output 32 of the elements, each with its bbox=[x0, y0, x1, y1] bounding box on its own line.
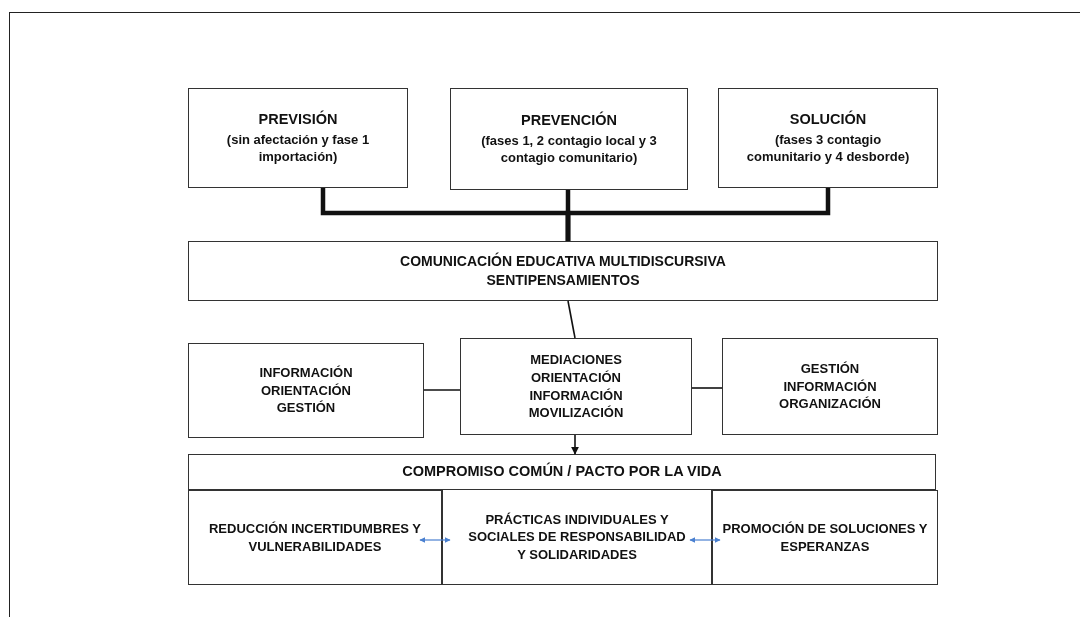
box-text: (fases 1, 2 contagio local y 3 contagio comunitario) bbox=[480, 131, 658, 167]
process-box bbox=[188, 454, 936, 490]
process-box bbox=[718, 88, 938, 188]
box-text: PRÁCTICAS INDIVIDUALES Y SOCIALES DE RESPONSABILIDAD Y SOLIDARIDADES bbox=[467, 510, 687, 564]
connector-line bbox=[571, 434, 579, 455]
process-box bbox=[188, 490, 442, 585]
box-heading: SOLUCIÓN bbox=[789, 110, 867, 129]
process-box bbox=[188, 241, 938, 301]
box-heading: PREVENCIÓN bbox=[521, 111, 617, 130]
box-text: INFORMACIÓN ORIENTACIÓN GESTIÓN bbox=[258, 364, 354, 417]
process-box bbox=[450, 88, 688, 190]
connector-line bbox=[565, 188, 831, 241]
connector-line bbox=[691, 387, 723, 389]
box-text: (sin afectación y fase 1 importación) bbox=[225, 130, 371, 166]
box-text: GESTIÓN INFORMACIÓN ORGANIZACIÓN bbox=[778, 360, 882, 413]
box-text: REDUCCIÓN INCERTIDUMBRES Y VULNERABILIDADES bbox=[207, 519, 423, 556]
process-box bbox=[188, 88, 408, 188]
process-box bbox=[442, 489, 712, 585]
connector-line bbox=[423, 389, 461, 391]
connector-line bbox=[689, 537, 721, 543]
process-box bbox=[460, 338, 692, 435]
box-text: PROMOCIÓN DE SOLUCIONES Y ESPERANZAS bbox=[722, 519, 928, 556]
connector-line bbox=[419, 537, 451, 543]
box-text: COMPROMISO COMÚN / PACTO POR LA VIDA bbox=[402, 462, 722, 482]
box-heading: PREVISIÓN bbox=[258, 110, 338, 129]
connector-line bbox=[567, 300, 576, 339]
box-text: (fases 3 contagio comunitario y 4 desborde) bbox=[745, 130, 911, 166]
process-box bbox=[188, 343, 424, 438]
process-box bbox=[712, 490, 938, 585]
process-box bbox=[722, 338, 938, 435]
box-text: MEDIACIONES ORIENTACIÓN INFORMACIÓN MOVILIZACIÓN bbox=[527, 351, 625, 422]
box-text: COMUNICACIÓN EDUCATIVA MULTIDISCURSIVA SENTIPENSAMIENTOS bbox=[399, 252, 727, 290]
